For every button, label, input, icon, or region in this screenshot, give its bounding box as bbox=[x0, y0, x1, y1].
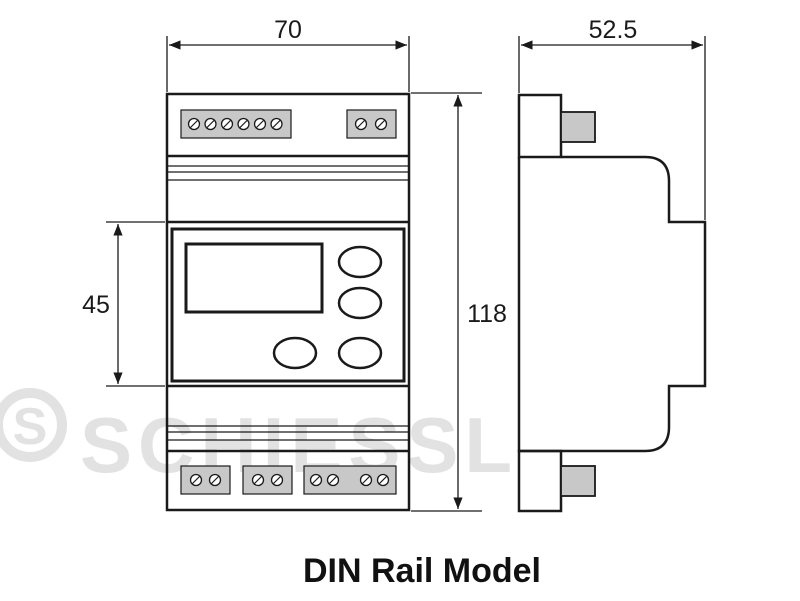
side-top-pin bbox=[560, 111, 596, 143]
terminal-screw-slot bbox=[211, 476, 219, 484]
dimension-label-front-height: 118 bbox=[467, 300, 507, 328]
panel-button bbox=[337, 336, 383, 370]
dimension-label-bg bbox=[464, 296, 510, 328]
terminal-screw-slot bbox=[239, 120, 248, 128]
dimension-side-depth bbox=[518, 36, 706, 220]
dimension-label-side-depth: 52.5 bbox=[589, 16, 638, 44]
terminal-screw-slot bbox=[223, 120, 231, 128]
terminal-screw-slot bbox=[312, 476, 320, 484]
terminal-screw-slot bbox=[329, 476, 337, 484]
control-panel bbox=[170, 227, 406, 383]
terminal-screw-slot bbox=[256, 120, 264, 128]
terminal-screw-slot bbox=[379, 476, 387, 484]
front-view bbox=[165, 92, 411, 512]
dimension-label-front-width: 70 bbox=[274, 16, 302, 44]
terminal-screw-slot bbox=[362, 476, 370, 484]
terminal-block-bottom-2a bbox=[180, 465, 231, 495]
watermark-logo-ring bbox=[0, 388, 67, 462]
terminal-screw-slot bbox=[206, 120, 215, 128]
terminal-screw-slot bbox=[192, 476, 200, 484]
side-body-profile bbox=[517, 155, 707, 453]
watermark-brand: SCHIESSL bbox=[80, 401, 518, 489]
dimension-front-height bbox=[411, 92, 482, 512]
terminal-screw-slot bbox=[273, 476, 281, 484]
panel-button bbox=[337, 245, 383, 279]
dimension-front-width bbox=[166, 36, 410, 92]
watermark-logo-letter: S bbox=[13, 398, 48, 456]
side-top-clip bbox=[517, 93, 563, 159]
panel-button bbox=[337, 286, 383, 320]
side-view bbox=[517, 93, 707, 513]
terminal-screw-slot bbox=[254, 476, 262, 484]
dimension-label-display-height: 45 bbox=[82, 291, 110, 319]
front-body-outline bbox=[165, 92, 411, 512]
terminal-block-bottom-2b bbox=[242, 465, 293, 495]
terminal-screw-slot bbox=[190, 120, 198, 128]
side-bottom-clip bbox=[517, 449, 563, 513]
terminal-screw-slot bbox=[357, 120, 365, 128]
terminal-screw-slot bbox=[377, 120, 385, 128]
terminal-screw-slot bbox=[272, 120, 281, 128]
diagram-title: DIN Rail Model bbox=[303, 552, 541, 590]
dimension-display-height bbox=[106, 221, 165, 387]
top-terminal-blocks bbox=[180, 109, 397, 139]
terminal-block-top-2 bbox=[346, 109, 397, 139]
side-bottom-pin bbox=[560, 465, 596, 497]
watermark: S SCHIESSL bbox=[0, 388, 518, 489]
panel-button bbox=[272, 336, 318, 370]
display-screen bbox=[184, 242, 324, 314]
bottom-terminal-blocks bbox=[180, 465, 397, 495]
